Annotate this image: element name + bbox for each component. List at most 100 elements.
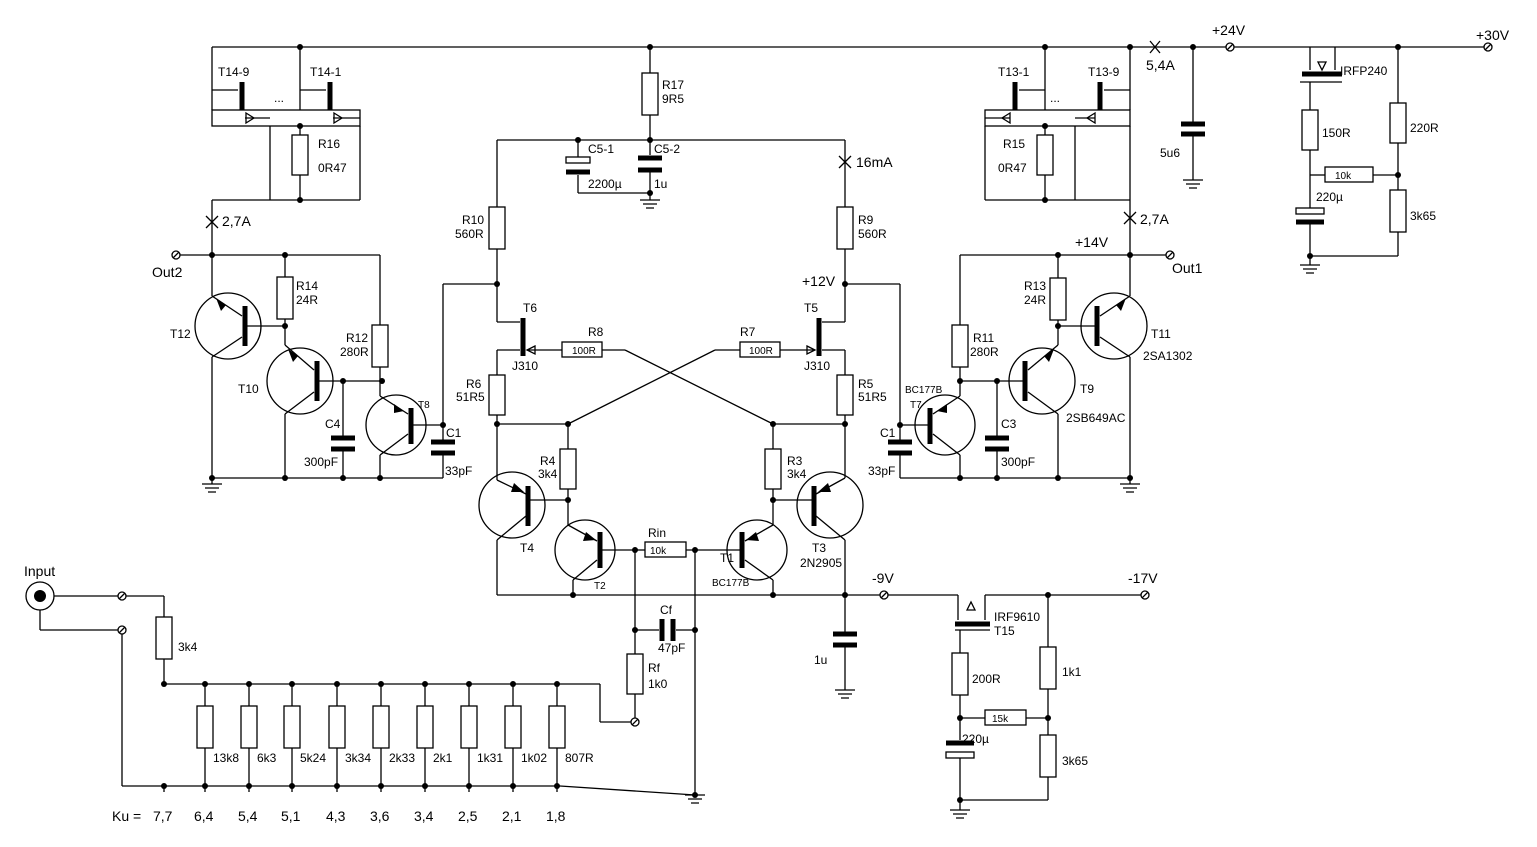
svg-text:51R5: 51R5 bbox=[858, 390, 887, 404]
svg-text:560R: 560R bbox=[858, 227, 887, 241]
svg-text:T4: T4 bbox=[520, 541, 534, 555]
svg-text:300pF: 300pF bbox=[304, 455, 338, 469]
svg-text:T14-1: T14-1 bbox=[310, 65, 342, 79]
svg-text:BC177B: BC177B bbox=[905, 385, 943, 396]
svg-text:...: ... bbox=[274, 91, 284, 105]
transistor-t11: T11 2SA1302 bbox=[1058, 255, 1193, 478]
gain-value: 5,1 bbox=[281, 808, 301, 824]
resistor-r7: 100R R7 bbox=[567, 325, 781, 425]
transistor-t2: T2 bbox=[554, 519, 635, 595]
svg-text:24R: 24R bbox=[1024, 293, 1046, 307]
svg-text:2,7A: 2,7A bbox=[1140, 211, 1169, 227]
transistor-t3: T3 2N2905 bbox=[773, 471, 864, 595]
ladder-resistor: 13k8 bbox=[196, 681, 239, 789]
svg-text:3k65: 3k65 bbox=[1062, 754, 1088, 768]
svg-text:T5: T5 bbox=[804, 301, 818, 315]
svg-text:280R: 280R bbox=[970, 345, 999, 359]
current-probe-5-4A: 5,4A bbox=[1146, 40, 1175, 73]
svg-text:2N2905: 2N2905 bbox=[800, 556, 842, 570]
svg-text:C5-2: C5-2 bbox=[654, 142, 680, 156]
svg-text:R7: R7 bbox=[740, 325, 756, 339]
svg-text:BC177B: BC177B bbox=[712, 578, 750, 589]
svg-text:1k0: 1k0 bbox=[648, 677, 668, 691]
transistor-t10: T10 bbox=[238, 344, 385, 478]
svg-text:Cf: Cf bbox=[660, 603, 673, 617]
jfet-t5: T5 J310 bbox=[780, 301, 846, 375]
svg-text:R16: R16 bbox=[318, 137, 340, 151]
gain-value: 7,7 bbox=[153, 808, 173, 824]
resistor-1k1: 1k1 bbox=[1039, 595, 1082, 735]
svg-text:+30V: +30V bbox=[1476, 27, 1510, 43]
svg-text:R14: R14 bbox=[296, 279, 318, 293]
mosfet-t15: IRF9610 T15 bbox=[955, 592, 1145, 653]
resistor-220R: 220R bbox=[1389, 47, 1439, 190]
svg-text:Out1: Out1 bbox=[1172, 260, 1203, 276]
svg-text:R12: R12 bbox=[346, 331, 368, 345]
svg-text:0R47: 0R47 bbox=[998, 161, 1027, 175]
svg-text:R4: R4 bbox=[540, 454, 556, 468]
resistor-r9: R9 560R +12V bbox=[802, 206, 887, 322]
resistor-r3: R3 3k4 bbox=[764, 424, 807, 525]
output-bank-t13: T13-1 T13-9 ... bbox=[984, 47, 1131, 201]
svg-text:T14-9: T14-9 bbox=[218, 65, 250, 79]
ladder-resistor-value: 2k1 bbox=[433, 751, 453, 765]
resistor-10k-top: 10k bbox=[1310, 166, 1401, 183]
svg-text:15k: 15k bbox=[992, 714, 1009, 725]
svg-text:R11: R11 bbox=[973, 331, 994, 345]
ku-label: Ku = bbox=[112, 808, 141, 824]
svg-text:300pF: 300pF bbox=[1001, 455, 1035, 469]
svg-text:150R: 150R bbox=[1322, 126, 1351, 140]
svg-text:Input: Input bbox=[24, 563, 55, 579]
terminal-out1: Out1 +14V bbox=[960, 234, 1203, 276]
ladder-resistor: 2k1 bbox=[416, 681, 453, 789]
resistor-r8: 100R R8 bbox=[561, 325, 774, 425]
svg-text:T10: T10 bbox=[238, 382, 259, 396]
svg-text:T13-9: T13-9 bbox=[1088, 65, 1120, 79]
resistor-r15: R15 0R47 bbox=[998, 123, 1054, 203]
gain-value: 5,4 bbox=[238, 808, 258, 824]
svg-text:1k1: 1k1 bbox=[1062, 665, 1082, 679]
ladder-resistor: 6k3 bbox=[240, 681, 277, 789]
svg-text:100R: 100R bbox=[749, 346, 773, 357]
svg-text:R3: R3 bbox=[787, 454, 803, 468]
svg-text:T13-1: T13-1 bbox=[998, 65, 1030, 79]
svg-text:-9V: -9V bbox=[872, 570, 894, 586]
current-probe-2-7A-left: 2,7A bbox=[205, 200, 251, 255]
resistor-3k65-top: 3k65 bbox=[1300, 189, 1436, 274]
gain-value: 3,4 bbox=[414, 808, 434, 824]
svg-text:IRFP240: IRFP240 bbox=[1340, 64, 1388, 78]
resistor-r14: R14 24R bbox=[276, 255, 318, 345]
rail-minus9v: -9V bbox=[497, 570, 958, 600]
transistor-t9: T9 2SB649AC bbox=[957, 344, 1126, 478]
svg-text:3k4: 3k4 bbox=[538, 467, 558, 481]
svg-text:...: ... bbox=[1050, 91, 1060, 105]
svg-text:+14V: +14V bbox=[1075, 234, 1109, 250]
ladder-resistor-value: 807R bbox=[565, 751, 594, 765]
gain-value: 1,8 bbox=[546, 808, 566, 824]
svg-text:47pF: 47pF bbox=[658, 641, 685, 655]
svg-text:T6: T6 bbox=[523, 301, 537, 315]
left-ground-rail bbox=[202, 475, 443, 493]
resistor-r6: R6 51R5 bbox=[456, 374, 506, 480]
resistor-r10: R10 560R bbox=[455, 206, 506, 322]
capacitor-c1-left: C1 33pF bbox=[431, 283, 497, 478]
resistor-r13: R13 24R bbox=[1024, 255, 1067, 345]
svg-text:-17V: -17V bbox=[1128, 570, 1158, 586]
capacitor-1u: 1u bbox=[814, 595, 857, 699]
ladder-resistor-value: 3k34 bbox=[345, 751, 371, 765]
capacitor-220u-bottom: 220µ bbox=[945, 732, 989, 810]
svg-text:T15: T15 bbox=[994, 624, 1015, 638]
svg-text:T9: T9 bbox=[1080, 382, 1094, 396]
capacitor-c5-1: C5-1 2200µ bbox=[565, 140, 650, 194]
gain-value: 3,6 bbox=[370, 808, 390, 824]
resistor-3k4-input: 3k4 bbox=[155, 596, 198, 684]
svg-text:51R5: 51R5 bbox=[456, 390, 485, 404]
resistor-r12: R12 280R bbox=[340, 255, 389, 396]
svg-text:C4: C4 bbox=[325, 417, 341, 431]
transistor-t12: T12 bbox=[170, 255, 285, 478]
svg-text:C1: C1 bbox=[880, 426, 896, 440]
svg-text:220R: 220R bbox=[1410, 121, 1439, 135]
transistor-t7: BC177B T7 bbox=[900, 385, 976, 478]
svg-text:Out2: Out2 bbox=[152, 264, 183, 280]
svg-text:2200µ: 2200µ bbox=[588, 177, 622, 191]
